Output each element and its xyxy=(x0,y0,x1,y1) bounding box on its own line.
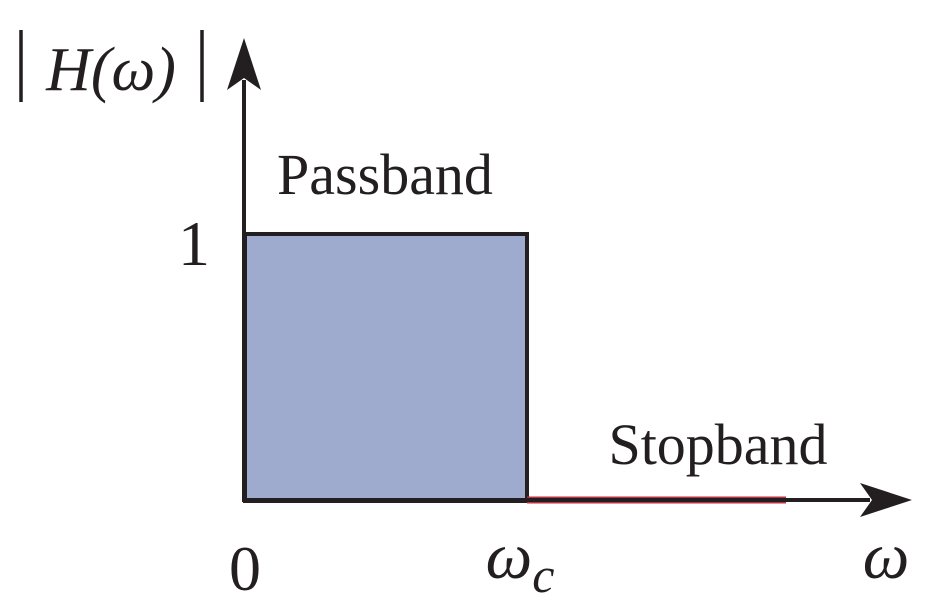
cutoff-base: ω xyxy=(486,520,533,593)
y-tick-label-1: 1 xyxy=(178,208,210,279)
y-axis-label: H(ω) xyxy=(45,36,176,104)
cutoff-subscript: c xyxy=(532,547,554,603)
passband-label: Passband xyxy=(277,142,493,207)
x-axis-label: ω xyxy=(863,520,910,593)
x-origin-label: 0 xyxy=(229,533,261,604)
stopband-label: Stopband xyxy=(608,412,827,477)
cutoff-frequency-label: ωc xyxy=(486,520,555,603)
passband-region xyxy=(243,232,529,503)
y-axis-arrowhead xyxy=(227,38,261,90)
x-axis-arrowhead xyxy=(860,483,912,517)
